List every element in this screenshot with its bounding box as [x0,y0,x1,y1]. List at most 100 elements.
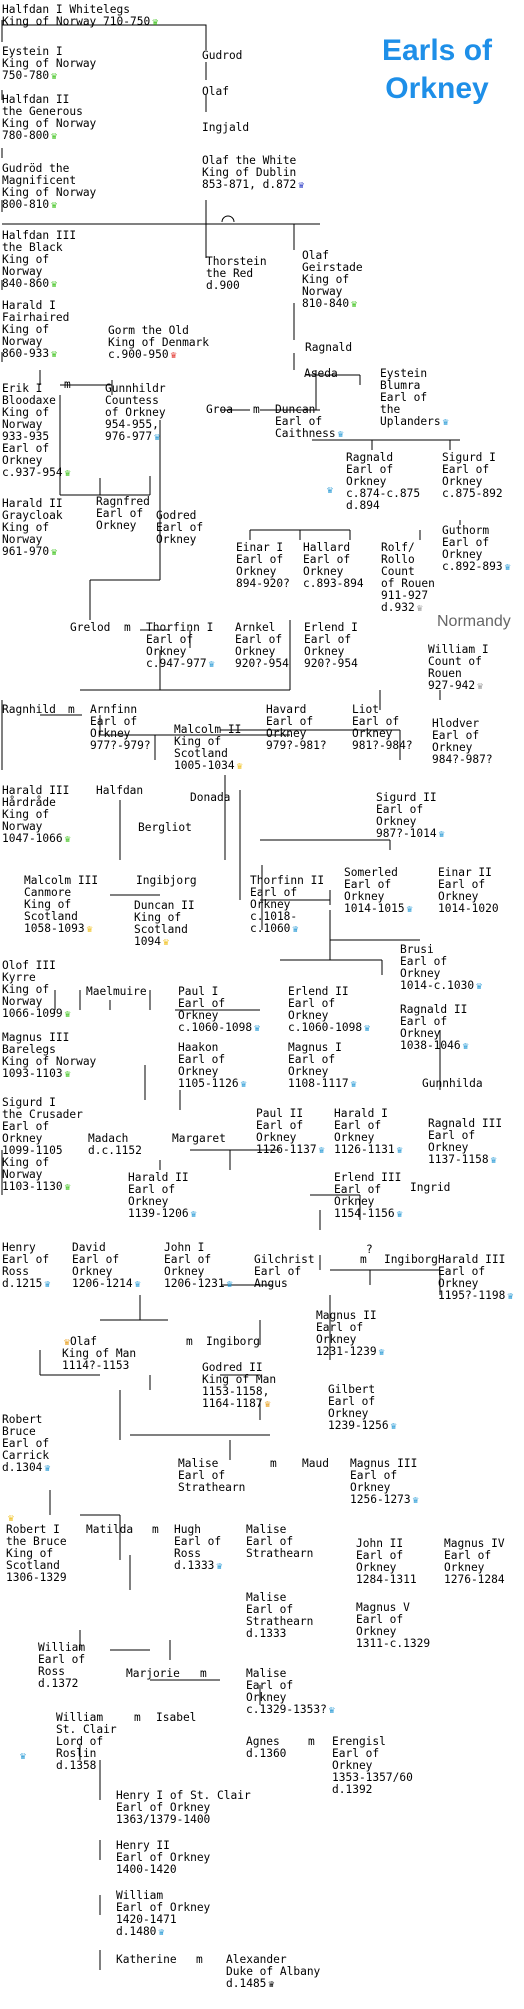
marriage-symbol: m [152,1523,159,1536]
person-magnus-ii: Magnus II Earl of Orkney 1231-1239♛ [316,1309,385,1358]
crown-icon: ♛ [396,1145,403,1156]
marriage-symbol: m [253,403,260,416]
person-ingiborg-2: Ingiborg [206,1335,260,1348]
crown-icon: ♛ [51,349,58,360]
person-gudrod: Gudrod [202,49,243,62]
crown-icon: ♛ [438,829,445,840]
person-madach: Madach d.c.1152 [88,1132,142,1157]
person-robert-bruce: Robert Bruce Earl of Carrick d.1304♛ [2,1413,51,1474]
person-magnus-iv: Magnus IV Earl of Orkney 1276-1284 [444,1537,505,1586]
crown-icon: ♛ [51,200,58,211]
person-ragnald-ii: Ragnald II Earl of Orkney 1038-1046♛ [400,1003,469,1052]
person-ingiborg: Ingiborg [384,1253,438,1266]
person-einar-i: Einar I Earl of Orkney 894-920? [236,541,290,590]
crown-icon: ♛ [64,1069,71,1080]
person-hlodver: Hlodver Earl of Orkney 984?-987? [432,717,493,766]
person-ingibjorg: Ingibjorg [136,874,197,887]
crown-icon: ♛ [476,981,483,992]
person-eystein-i: Eystein I King of Norway 750-780♛ [2,45,97,82]
person-ingrid: Ingrid [410,1181,451,1194]
person-halfdan-ii: Halfdan II the Generous King of Norway 7… [2,93,97,142]
person-ragnald-iii: Ragnald III Earl of Orkney 1137-1158♛ [428,1117,503,1166]
person-paul-ii: Paul II Earl of Orkney 1126-1137♛ [256,1107,325,1156]
person-gorm: Gorm the Old King of Denmark c.900-950♛ [108,324,210,361]
marriage-symbol: m [196,1953,203,1966]
person-brusi: Brusi Earl of Orkney 1014-c.1030♛ [400,943,483,992]
person-sigurd-ii: Sigurd II Earl of Orkney 987?-1014♛ [376,791,445,840]
crown-icon: ♛ [44,1279,51,1290]
person-olaf: Olaf [202,85,229,98]
crown-icon: ♛ [504,562,511,573]
crown-icon: ♛ [20,1751,27,1762]
crown-icon: ♛ [318,1145,325,1156]
person-liot: Liot Earl of Orkney 981?-984? [352,703,413,752]
crown-icon: ♛ [507,1291,514,1302]
person-rolf: Rolf/ Rollo Count of Rouen 911-927 d.932… [381,541,435,614]
person-olof-iii: Olof III Kyrre King of Norway 1066-1099♛ [2,959,71,1020]
crown-icon: ♛ [390,1421,397,1432]
crown-icon: ♛ [364,1023,371,1034]
person-magnus-v: Magnus V Earl of Orkney 1311-c.1329 [356,1601,431,1650]
crown-icon: ♛ [442,417,449,428]
crown-icon: ♛ [268,1979,275,1990]
person-william-ross: William Earl of Ross d.1372 [38,1641,86,1690]
person-ragnald-i: Ragnald Earl of Orkney c.874-c.875 d.894 [346,451,421,512]
person-haakon: Haakon Earl of Orkney 1105-1126♛ [178,1041,247,1090]
person-malcolm-iii: Malcolm III Canmore King of Scotland 105… [24,874,99,935]
person-duncan-caithness: Duncan Earl of Caithness♛ [275,403,344,440]
crown-icon: ♛ [298,180,305,191]
crown-icon: ♛ [396,1209,403,1220]
person-ragnhild: Ragnhild [2,703,56,716]
crown-icon: ♛ [64,1337,71,1348]
crown-icon: ♛ [134,1279,141,1290]
crown-icon: ♛ [86,924,93,935]
person-malise-strathearn-3: Malise Earl of Strathearn d.1333 [246,1591,314,1640]
crown-icon: ♛ [337,429,344,440]
person-henry-i: Henry I of St. Clair Earl of Orkney 1363… [116,1789,251,1826]
person-harald-ii: Harald II Graycloak King of Norway 961-9… [2,497,63,558]
person-thorstein: Thorstein the Red d.900 [206,255,267,292]
person-harald-i: Harald I Fairhaired King of Norway 860-9… [2,299,70,360]
person-erik-i: Erik I Bloodaxe King of Norway 933-935 E… [2,382,71,479]
crown-icon: ♛ [190,1209,197,1220]
person-erlend-i: Erlend I Earl of Orkney 920?-954 [304,621,358,670]
person-groa: Groa [206,403,233,416]
crown-icon: ♛ [236,761,243,772]
person-sigurd-i: Sigurd I Earl of Orkney c.875-892 [442,451,503,500]
person-ragnfred: Ragnfred Earl of Orkney [96,495,150,532]
crown-icon: ♛ [162,937,169,948]
person-olaf-geirstade: Olaf Geirstade King of Norway 810-840♛ [302,249,363,310]
person-somerled: Somerled Earl of Orkney 1014-1015♛ [344,866,413,915]
person-grelod: Grelod [70,621,111,634]
person-matilda: Matilda [86,1523,134,1536]
person-malise-strathearn-2: Malise Earl of Strathearn [246,1523,314,1560]
person-donada: Donada [190,791,231,804]
marriage-symbol: m [200,1667,207,1680]
person-thorfinn-ii: Thorfinn II Earl of Orkney c.1018- c.106… [250,874,325,935]
person-halfdan-iii: Halfdan III the Black King of Norway 840… [2,229,77,290]
crown-icon: ♛ [51,279,58,290]
crown-icon: ♛ [350,1079,357,1090]
person-olaf-the-white: Olaf the White King of Dublin 853-871, d… [202,154,305,191]
crown-icon: ♛ [208,659,215,670]
person-malise-orkney: Malise Earl of Orkney c.1329-1353?♛ [246,1667,335,1716]
crown-icon: ♛ [158,1927,165,1938]
crown-icon: ♛ [240,1079,247,1090]
person-agnes: Agnes d.1360 [246,1735,287,1760]
person-hugh: Hugh Earl of Ross d.1333♛ [174,1523,223,1572]
crown-icon: ♛ [412,1495,419,1506]
crown-icon: ♛ [406,904,413,915]
person-bergliot: Bergliot [138,821,192,834]
person-erlend-ii: Erlend II Earl of Orkney c.1060-1098♛ [288,985,371,1034]
person-arnkel: Arnkel Earl of Orkney 920?-954 [235,621,289,670]
person-marjorie: Marjorie [126,1667,180,1680]
person-arnfinn: Arnfinn Earl of Orkney 977?-979? [90,703,151,752]
person-katherine: Katherine [116,1953,177,1966]
person-hallard: Hallard Earl of Orkney c.893-894 [303,541,364,590]
person-gilchrist: Gilchrist Earl of Angus [254,1253,315,1290]
crown-icon: ♛ [378,1347,385,1358]
crown-icon: ♛ [64,1182,71,1193]
crown-icon: ♛ [8,1513,15,1524]
